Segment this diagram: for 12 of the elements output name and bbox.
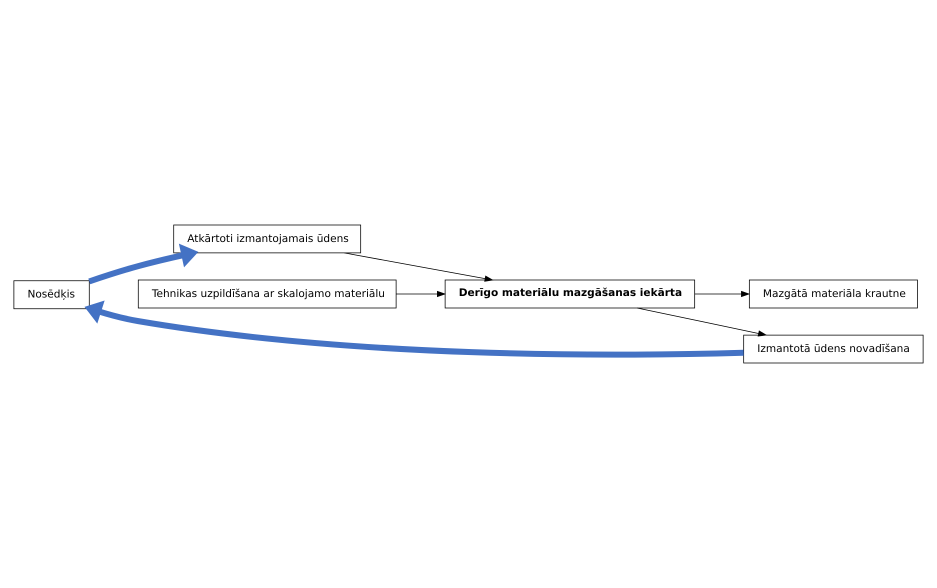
arrow xyxy=(396,290,446,298)
arrow xyxy=(636,308,768,337)
node-box: Tehnikas uzpildīšana ar skalojamo materiālu xyxy=(138,280,396,308)
node-box: Nosēdķis xyxy=(14,280,90,310)
arrow xyxy=(84,300,744,358)
node-box: Mazgātā materiāla krautne xyxy=(748,280,918,308)
arrow xyxy=(694,290,750,298)
arrow xyxy=(88,244,198,284)
arrow xyxy=(344,252,494,282)
node-box: Izmantotā ūdens novadīšana xyxy=(743,334,924,364)
node-box: Atkārtoti izmantojamais ūdens xyxy=(173,224,362,254)
node-box: Derīgo materiālu mazgāšanas iekārta xyxy=(444,280,696,308)
